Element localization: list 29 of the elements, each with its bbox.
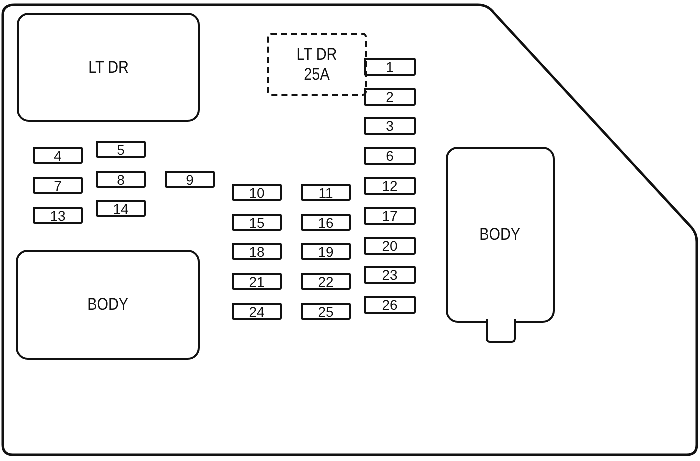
fuse: 10 [232,184,282,201]
fuse-slot: LT DR 25A [267,33,367,96]
fuse: 2 [364,88,416,106]
fuse: 26 [364,296,416,314]
fuse: 13 [33,207,83,224]
fuse: 1 [364,58,416,76]
fuse: 6 [364,147,416,165]
fuse: 17 [364,207,416,225]
fuse: 14 [96,200,146,217]
fuse: 24 [232,303,282,320]
fuse: 25 [301,303,351,320]
relay-block: LT DR [17,13,200,122]
fuse: 21 [232,273,282,290]
fuse: 16 [301,214,351,231]
fuse: 8 [96,171,146,188]
fuse: 9 [165,171,215,188]
fuse: 4 [33,147,83,164]
fuse: 11 [301,184,351,201]
fuse: 12 [364,177,416,195]
fuse: 3 [364,117,416,135]
fuse: 7 [33,177,83,194]
fuse: 23 [364,266,416,284]
fuse: 20 [364,237,416,255]
fuse: 15 [232,214,282,231]
relay-block: BODY [16,250,200,360]
fuse: 22 [301,273,351,290]
fuse: 19 [301,243,351,260]
fuse: 18 [232,243,282,260]
fuse: 5 [96,141,146,158]
